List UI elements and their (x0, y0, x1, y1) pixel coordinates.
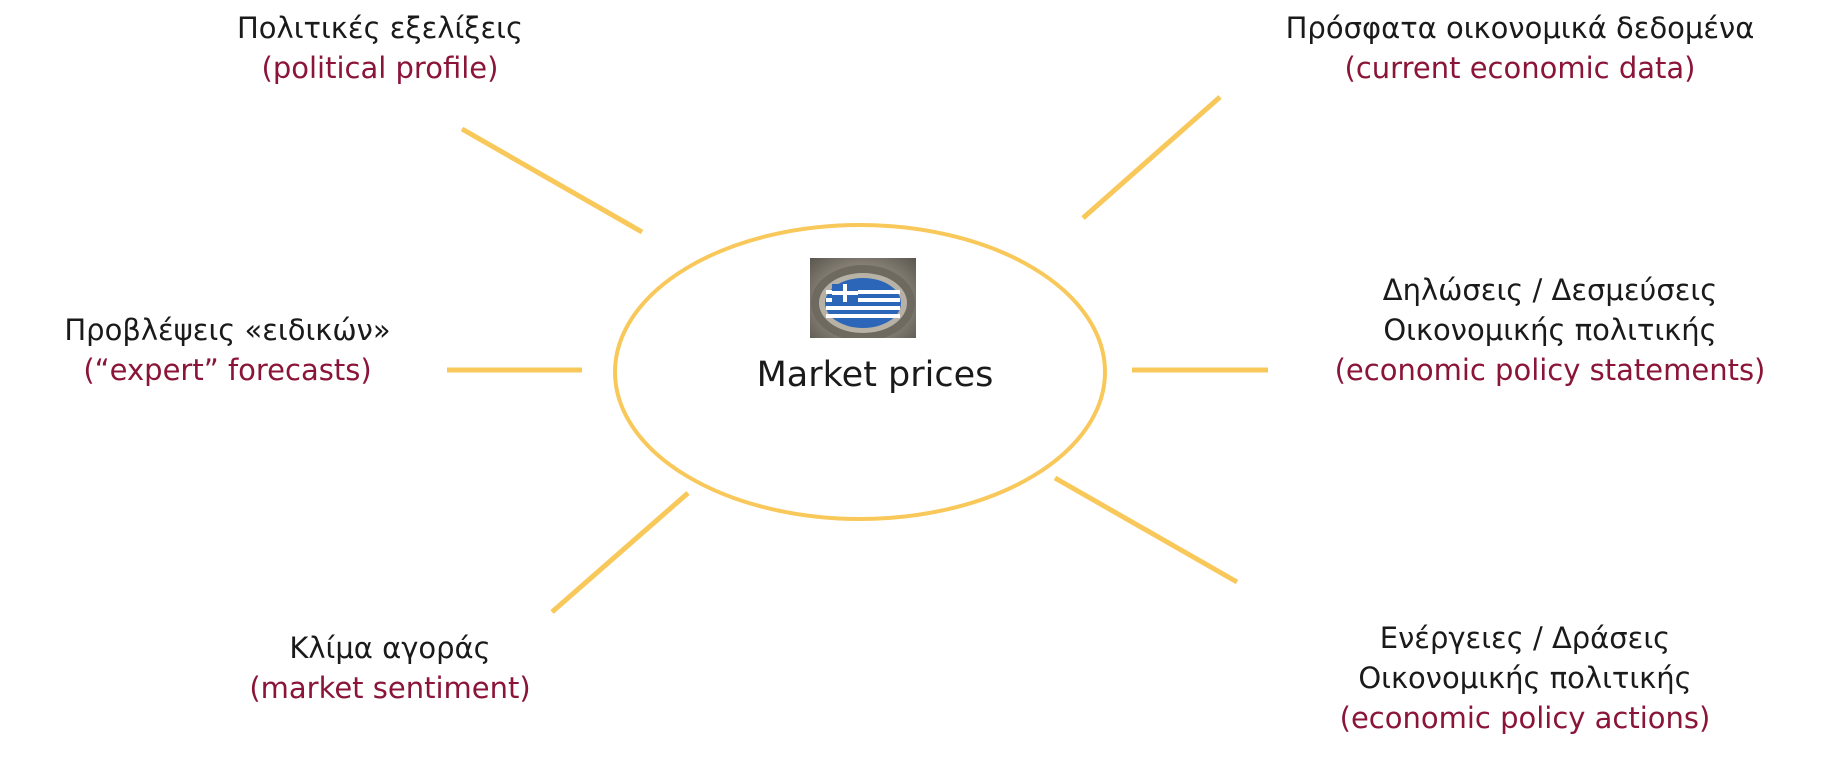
node-actions-greek-line2: Οικονομικής πολιτικής (1358, 661, 1692, 695)
node-economic-data-english: (current economic data) (1344, 51, 1696, 85)
connector-sentiment (550, 491, 690, 614)
node-political-greek: Πολιτικές εξελίξεις (237, 11, 523, 45)
node-economic-data: Πρόσφατα οικονομικά δεδομένα (current ec… (1210, 8, 1830, 88)
node-political: Πολιτικές εξελίξεις (political profile) (180, 8, 580, 88)
node-forecasts-english: (“expert” forecasts) (83, 353, 372, 387)
node-actions: Ενέργειες / Δράσεις Οικονομικής πολιτική… (1290, 618, 1760, 738)
node-statements: Δηλώσεις / Δεσμεύσεις Οικονομικής πολιτι… (1270, 270, 1830, 390)
connector-actions (1053, 475, 1239, 585)
connector-economic-data (1081, 95, 1222, 220)
node-statements-english: (economic policy statements) (1334, 353, 1766, 387)
center-ellipse (613, 223, 1107, 521)
node-forecasts-greek: Προβλέψεις «ειδικών» (64, 313, 391, 347)
node-statements-greek-line1: Δηλώσεις / Δεσμεύσεις (1382, 273, 1718, 307)
node-sentiment-greek: Κλίμα αγοράς (289, 631, 491, 665)
greek-flag-badge-icon (810, 258, 916, 338)
connector-political (460, 126, 644, 235)
node-forecasts: Προβλέψεις «ειδικών» (“expert” forecasts… (0, 310, 455, 390)
node-sentiment-english: (market sentiment) (249, 671, 531, 705)
node-sentiment: Κλίμα αγοράς (market sentiment) (210, 628, 570, 708)
node-economic-data-greek: Πρόσφατα οικονομικά δεδομένα (1285, 11, 1755, 45)
node-actions-greek-line1: Ενέργειες / Δράσεις (1379, 621, 1671, 655)
node-statements-greek-line2: Οικονομικής πολιτικής (1383, 313, 1717, 347)
center-label: Market prices (756, 355, 994, 395)
node-actions-english: (economic policy actions) (1339, 701, 1711, 735)
node-political-english: (political profile) (261, 51, 499, 85)
